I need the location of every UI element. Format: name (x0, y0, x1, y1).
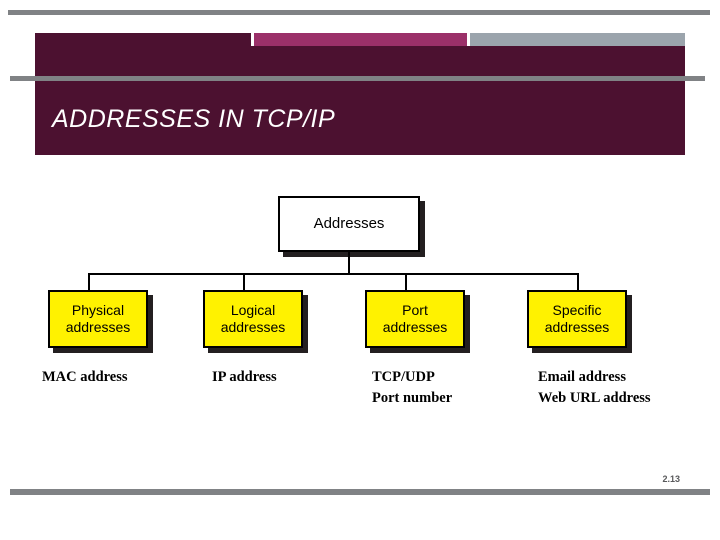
leaf-label-line2: addresses (544, 319, 610, 335)
page-number: 2.13 (662, 474, 680, 484)
connector-drop-3 (405, 273, 407, 290)
root-node-label: Addresses (313, 215, 385, 233)
top-divider-rule (8, 10, 710, 15)
caption-line1: MAC address (42, 369, 128, 385)
caption-specific-addresses: Email address Web URL address (538, 367, 651, 409)
bottom-divider-rule (10, 489, 710, 495)
diagram-node-root: Addresses (278, 196, 420, 252)
diagram-node-specific-addresses: Specific addresses (527, 290, 627, 348)
title-banner (35, 46, 685, 155)
diagram-node-logical-addresses: Logical addresses (203, 290, 303, 348)
connector-drop-4 (577, 273, 579, 290)
caption-line1: TCP/UDP (372, 369, 435, 385)
page-title: ADDRESSES IN TCP/IP (52, 105, 336, 133)
diagram-node-physical-addresses: Physical addresses (48, 290, 148, 348)
caption-line2: Port number (372, 390, 453, 407)
leaf-label-line1: Logical (230, 302, 276, 319)
header-divider-rule (10, 76, 705, 81)
leaf-label-line1: Physical (71, 302, 125, 319)
caption-line2: Web URL address (538, 390, 651, 407)
connector-drop-1 (88, 273, 90, 290)
header-segment-pink (254, 33, 467, 46)
connector-horizontal-bus (88, 273, 578, 275)
caption-port-addresses: TCP/UDP Port number (372, 367, 452, 409)
caption-physical-addresses: MAC address (42, 367, 128, 388)
header-segment-maroon (35, 33, 251, 46)
leaf-label-line1: Port (402, 302, 428, 319)
connector-drop-2 (243, 273, 245, 290)
leaf-label-line2: addresses (65, 319, 131, 335)
header-segment-gray (470, 33, 685, 46)
addresses-tree-diagram: Addresses Physical addresses Logical add… (0, 185, 720, 415)
leaf-label-line2: addresses (382, 319, 448, 335)
caption-line1: Email address (538, 369, 626, 385)
leaf-label-line2: addresses (220, 319, 286, 335)
caption-logical-addresses: IP address (212, 367, 277, 388)
caption-line1: IP address (212, 369, 277, 385)
diagram-node-port-addresses: Port addresses (365, 290, 465, 348)
connector-root-stem (348, 252, 350, 274)
leaf-label-line1: Specific (552, 302, 602, 319)
